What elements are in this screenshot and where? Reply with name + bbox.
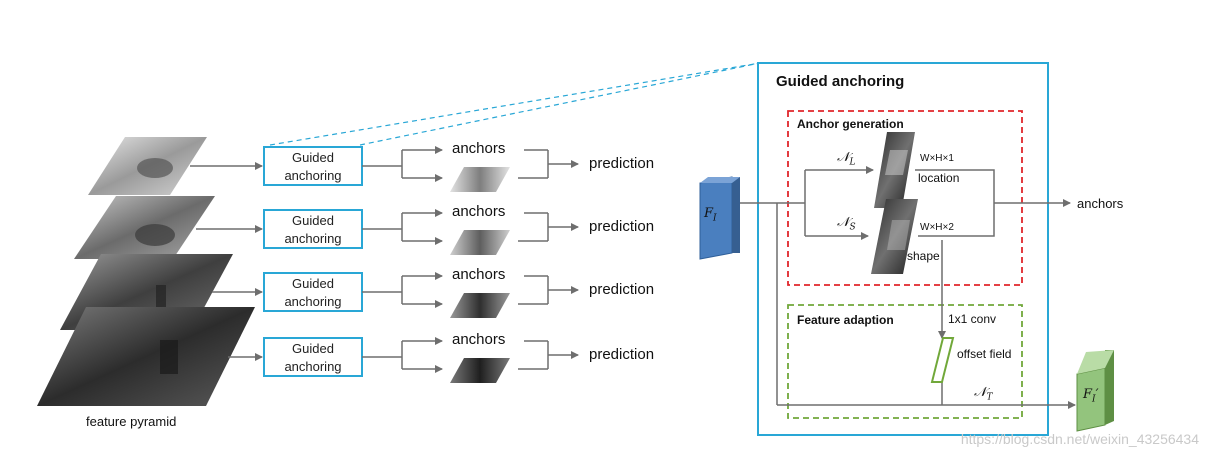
level-3 — [212, 272, 579, 318]
anchor-thumbnail-4 — [450, 358, 510, 383]
location-map — [874, 132, 915, 208]
anchors-label-4: anchors — [452, 331, 506, 348]
anchor-generation-box — [787, 110, 1023, 286]
ga-box-label-3: Guided anchoring — [265, 275, 361, 311]
level-2 — [196, 209, 579, 255]
ga-box-label-4: Guided anchoring — [265, 340, 361, 376]
anchor-thumbnail-3 — [450, 293, 510, 318]
nl-label: 𝒩L — [837, 150, 856, 168]
level-1 — [190, 146, 579, 192]
ga-box-1 — [263, 146, 363, 186]
pyramid-blob-3 — [156, 285, 166, 313]
anchors-label-3: anchors — [452, 266, 506, 283]
level-4 — [228, 337, 579, 383]
feature-adaption-title: Feature adaption — [797, 313, 894, 327]
offset-field-shape — [930, 337, 955, 383]
prediction-label-4: prediction — [589, 346, 655, 363]
shape-map — [871, 199, 918, 274]
offset-field-label: offset field — [957, 347, 1012, 361]
module-connectors — [740, 166, 1076, 409]
output-feature-block — [1076, 350, 1114, 432]
pyramid-level-4 — [37, 307, 255, 406]
zoom-line-lower — [359, 62, 761, 146]
pyramid-blob-4 — [160, 340, 178, 374]
ga-line2-3: anchoring — [284, 294, 342, 309]
output-label: FI′ — [1083, 387, 1099, 405]
pyramid-blob-2 — [135, 224, 175, 246]
nt-label: 𝒩T — [974, 385, 993, 403]
anchor-generation-title: Anchor generation — [797, 117, 904, 131]
feature-adaption-box — [787, 304, 1023, 419]
ga-line1-4: Guided — [292, 341, 334, 356]
prediction-label-1: prediction — [589, 155, 655, 172]
ga-line1-2: Guided — [292, 213, 334, 228]
conv-label: 1x1 conv — [948, 312, 997, 326]
pyramid-caption: feature pyramid — [86, 414, 177, 429]
watermark: https://blog.csdn.net/weixin_43256434 — [960, 431, 1199, 447]
prediction-label-2: prediction — [589, 218, 655, 235]
ga-line2-1: anchoring — [284, 168, 342, 183]
pyramid-blob-1 — [137, 158, 173, 178]
ga-line1-3: Guided — [292, 276, 334, 291]
ga-line2-2: anchoring — [284, 231, 342, 246]
location-dims: W×H×1 — [920, 153, 954, 164]
ga-box-4 — [263, 337, 363, 377]
ga-box-3 — [263, 272, 363, 312]
location-label: location — [918, 171, 960, 185]
anchor-thumbnail-1 — [450, 167, 510, 192]
shape-label: shape — [907, 249, 940, 263]
guided-anchoring-module — [757, 62, 1049, 436]
input-label: FI — [704, 206, 717, 224]
ga-box-label-2: Guided anchoring — [265, 212, 361, 248]
prediction-label-3: prediction — [589, 281, 655, 298]
anchors-output-label: anchors — [1077, 196, 1124, 211]
zoom-line-upper — [269, 62, 761, 146]
ns-label: 𝒩S — [837, 215, 856, 233]
anchors-label-1: anchors — [452, 140, 506, 157]
anchors-label-2: anchors — [452, 203, 506, 220]
shape-dims: W×H×2 — [920, 222, 954, 233]
ga-line1-1: Guided — [292, 150, 334, 165]
ga-line2-4: anchoring — [284, 359, 342, 374]
ga-box-label-1: Guided anchoring — [265, 149, 361, 185]
input-feature-block — [699, 176, 740, 260]
feature-pyramid — [37, 137, 255, 406]
module-title: Guided anchoring — [776, 73, 905, 90]
levels-group — [190, 146, 579, 383]
anchor-thumbnail-2 — [450, 230, 510, 255]
ga-box-2 — [263, 209, 363, 249]
